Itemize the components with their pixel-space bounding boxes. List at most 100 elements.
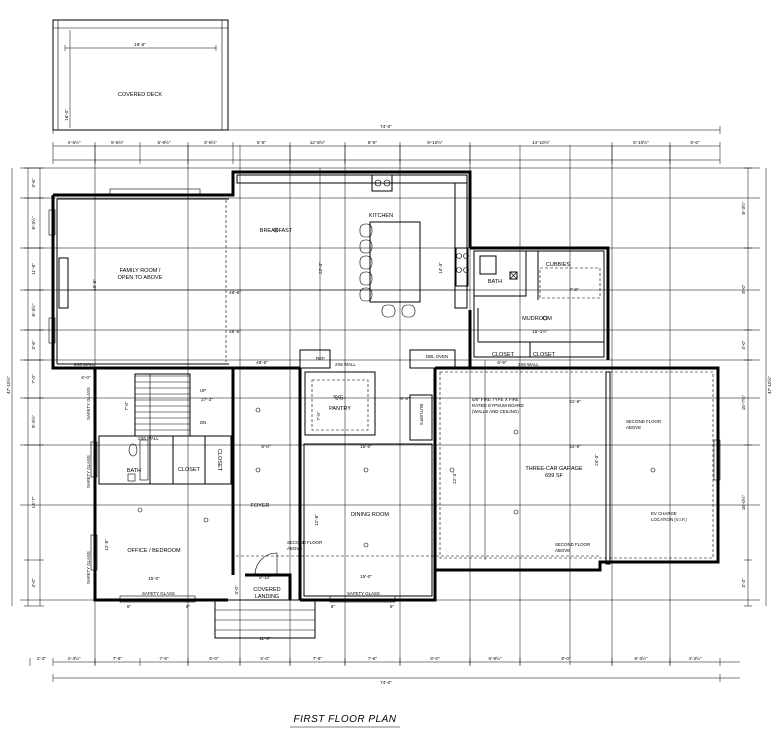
closet-width-dim: 6'-9" — [497, 360, 507, 365]
bottom-dim-7: 7'-6" — [368, 656, 378, 661]
plan-title: FIRST FLOOR PLAN — [293, 714, 396, 725]
mudroom-label: MUDROOM — [522, 316, 552, 322]
safety-sub-dim-1: 6" — [331, 604, 336, 609]
overall-bottom-dim: 74'-0" — [380, 680, 392, 685]
bottom-dim-2: 7'-6" — [113, 656, 123, 661]
covered-deck-label: COVERED DECK — [118, 92, 162, 98]
bottom-dim-3: 7'-6" — [159, 656, 169, 661]
landing-small-dim: 8'-10" — [259, 575, 271, 580]
ref-label: REF. — [316, 356, 326, 361]
right-dim-3: 15'-7½" — [740, 394, 746, 410]
wall-2x6-3: 2X6 WALL — [518, 362, 539, 367]
overall-left-dim: 47'-10½" — [5, 376, 11, 394]
up-label: UP — [200, 388, 206, 393]
deck-width-dim: 19'-6" — [134, 42, 146, 47]
right-dim-4: 15'-0½" — [740, 494, 746, 510]
second-floor-bottom-2: ABOVE — [555, 548, 570, 553]
butlers-label: BUTLER'S — [419, 404, 424, 425]
deck-depth-dim: 16'-0" — [64, 109, 69, 121]
top-dim-0: 4'-5½" — [68, 139, 81, 145]
top-dim-9: 5'-10½" — [633, 139, 649, 145]
fire-note-3: (WALLS AND CEILING) — [472, 409, 519, 414]
dining-width-dim-2: 15'-0" — [360, 574, 372, 579]
overall-top-dim: 74'-0" — [380, 124, 392, 129]
covered-landing-label-1: COVERED — [253, 587, 280, 593]
stair-width-dim: 6'-0" — [81, 375, 91, 380]
mudroom-width-dim: 15'-1½" — [532, 328, 548, 334]
second-floor-garage-2: ABOVE — [626, 425, 641, 430]
bar-stool — [359, 223, 373, 238]
stair-depth-dim: 27'-3" — [201, 397, 213, 402]
foyer-label: FOYER — [251, 503, 270, 509]
safety-sub-dim-4: 6" — [186, 604, 191, 609]
garage-width-dim-2: 31'-9" — [569, 444, 581, 449]
garage-label-2: 699 SF — [545, 473, 563, 479]
bottom-dim-10: 8'-0" — [561, 656, 571, 661]
office-width-dim: 15'-0" — [148, 576, 160, 581]
safety-glass-left-1: SAFETY GLASS — [86, 387, 91, 420]
office-bedroom-label: OFFICE / BEDROOM — [127, 548, 181, 554]
bath-width-dim: 7'-8" — [569, 287, 579, 292]
wall-2x6-1: 2X6 WALL — [74, 362, 95, 367]
dbl-oven-label: DBL OVEN — [426, 354, 448, 359]
pantry-depth-dim: 7'-0" — [316, 411, 321, 421]
bath-upper-label: BATH — [488, 279, 502, 285]
ev-charge-1: EV CHARGE — [651, 511, 677, 516]
safety-glass-left-2: SAFETY GLASS — [86, 455, 91, 488]
garage-depth-dim-2: 24'-3" — [594, 454, 599, 466]
right-dim-2: 4'-0" — [741, 340, 746, 350]
bar-stool — [359, 287, 373, 302]
cubbies-label: CUBBIES — [546, 262, 570, 268]
top-dimensions: 74'-0" 4'-5½"5'-8½"5'-8½"3'-8½"5'-6"12'-… — [52, 124, 721, 164]
kitchen-label: KITCHEN — [369, 213, 393, 219]
left-dim-4: 3'-6" — [31, 340, 36, 350]
bar-stool — [381, 304, 396, 318]
fire-note-2: RATED GYPSUM BOARD — [472, 403, 524, 408]
closet-lower-2-label: CLOSET — [216, 449, 222, 472]
dim-8ft: 8'-0" — [333, 394, 343, 399]
left-dim-6: 9'-3½" — [30, 415, 36, 428]
safety-sub-dim-3: 6" — [127, 604, 132, 609]
family-room-label-1: FAMILY ROOM / — [120, 268, 161, 274]
closet-mud-2-label: CLOSET — [533, 352, 556, 358]
dining-depth-dim: 12'-8" — [314, 514, 319, 526]
left-dimensions: 47'-10½" 3'-6"6'-3½"11'-8"6'-3½"3'-6"7'-… — [5, 167, 44, 607]
top-dim-4: 5'-6" — [257, 140, 267, 145]
left-dim-7: 14'-7" — [31, 496, 36, 508]
top-dim-7: 9'-10½" — [427, 139, 443, 145]
office-depth-dim: 12'-8" — [104, 539, 109, 551]
garage-label-1: THREE-CAR GARAGE — [525, 466, 582, 472]
top-dim-6: 8'-6" — [368, 140, 378, 145]
left-dim-5: 7'-0" — [31, 374, 36, 384]
guide-lines — [20, 145, 760, 665]
kitchen-h-dim: 14'-3" — [438, 262, 443, 274]
bottom-dim-0: 2'-3" — [37, 656, 47, 661]
bottom-dim-1: 4'-3½" — [68, 655, 81, 661]
kitchen-depth-dim: 22'-3" — [318, 262, 323, 274]
dim-7ft: 7'-0" — [124, 401, 129, 411]
ceiling-fixtures — [137, 227, 656, 548]
top-dim-10: 6'-6" — [690, 140, 700, 145]
room-labels: FAMILY ROOM / OPEN TO ABOVE BREAKFAST KI… — [118, 213, 583, 600]
interior-walls — [48, 174, 721, 639]
ev-charge-2: LOCATION (V.I.F.) — [651, 517, 687, 522]
right-dim-0: 8'-3½" — [740, 201, 746, 214]
safety-sub-dim-2: 6" — [390, 604, 395, 609]
foyer-width-dim: 8'-0" — [261, 444, 271, 449]
left-dim-8: 4'-0" — [31, 578, 36, 588]
bottom-dim-4: 6'-0" — [209, 656, 219, 661]
bar-stool — [401, 304, 416, 318]
right-dim-1: 8'-0" — [741, 284, 746, 294]
pantry-width-dim: 6'-0" — [335, 396, 345, 401]
bottom-dimensions: 74'-0" 2'-3"4'-3½"7'-6"7'-6"6'-0"6'-0"7'… — [29, 655, 740, 685]
family-room-label-2: OPEN TO ABOVE — [118, 275, 163, 281]
dn-label: DN — [200, 420, 206, 425]
closet-mud-1-label: CLOSET — [492, 352, 515, 358]
wall-2x6-4: 2X6 WALL — [138, 436, 159, 441]
overall-right-dim: 47'-10½" — [766, 376, 772, 394]
left-dim-0: 3'-6" — [31, 178, 36, 188]
dining-room-label: DINING ROOM — [351, 512, 389, 518]
dim-48: 48'-6" — [256, 360, 268, 365]
second-floor-garage-1: SECOND FLOOR — [626, 419, 661, 424]
dim-46-b: 46'-6" — [229, 329, 241, 334]
